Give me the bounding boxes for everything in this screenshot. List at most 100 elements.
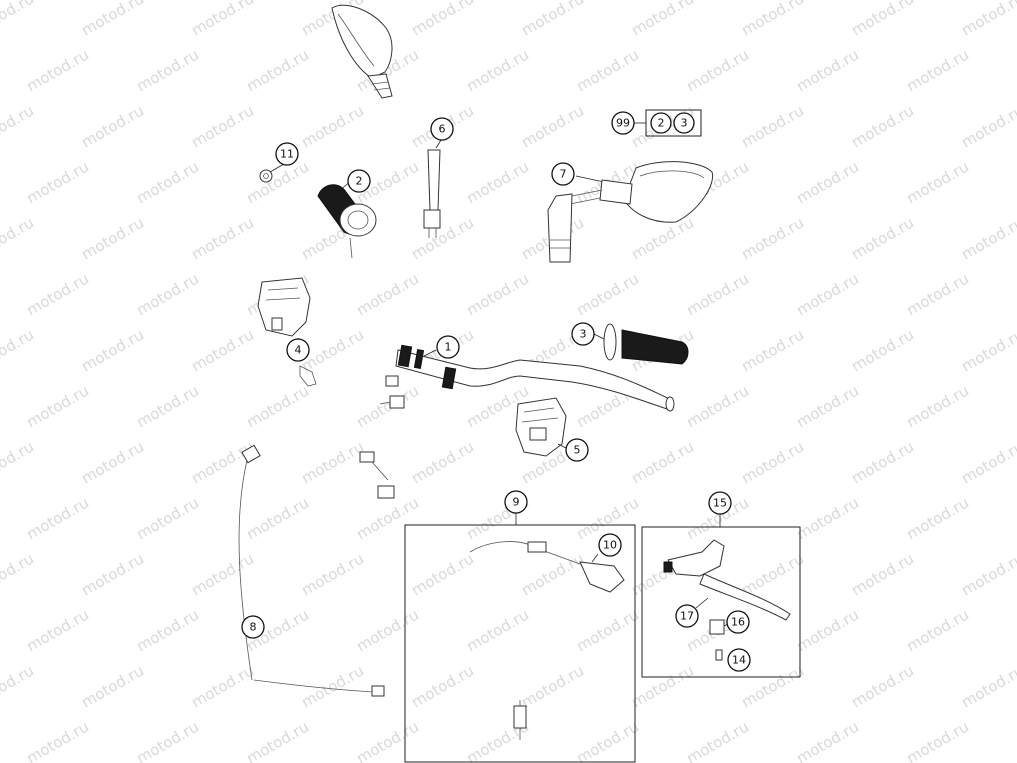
watermark-text: motod.ru xyxy=(793,605,862,655)
watermark-text: motod.ru xyxy=(1013,493,1017,543)
watermark-text: motod.ru xyxy=(298,101,367,151)
callout-2: 2 xyxy=(347,169,371,193)
watermark-text: motod.ru xyxy=(903,269,972,319)
watermark-text: motod.ru xyxy=(738,549,807,599)
box-15 xyxy=(641,514,801,678)
watermark-text: motod.ru xyxy=(243,493,312,543)
callout-9: 9 xyxy=(504,490,528,514)
watermark-text: motod.ru xyxy=(78,437,147,487)
watermark-text: motod.ru xyxy=(903,381,972,431)
watermark-text: motod.ru xyxy=(958,661,1017,711)
part-2-throttle-grip xyxy=(317,181,377,259)
watermark-text: motod.ru xyxy=(738,437,807,487)
watermark-text: motod.ru xyxy=(78,213,147,263)
watermark-text: motod.ru xyxy=(188,661,257,711)
watermark-text: motod.ru xyxy=(133,493,202,543)
callout-5-label: 5 xyxy=(574,444,581,457)
callout-99-label: 99 xyxy=(616,117,630,130)
watermark-text: motod.ru xyxy=(793,381,862,431)
watermark-text: motod.ru xyxy=(683,717,752,763)
watermark-text: motod.ru xyxy=(683,45,752,95)
watermark-text: motod.ru xyxy=(628,0,697,39)
watermark-text: motod.ru xyxy=(738,0,807,39)
watermark-text: motod.ru xyxy=(958,213,1017,263)
watermark-text: motod.ru xyxy=(23,45,92,95)
watermark-text: motod.ru xyxy=(0,101,37,151)
callout-5: 5 xyxy=(565,438,589,462)
callout-7-label: 7 xyxy=(560,168,567,181)
watermark-text: motod.ru xyxy=(408,0,477,39)
watermark-text: motod.ru xyxy=(298,437,367,487)
watermark-text: motod.ru xyxy=(353,493,422,543)
watermark-text: motod.ru xyxy=(848,325,917,375)
watermark-text: motod.ru xyxy=(463,269,532,319)
watermark-text: motod.ru xyxy=(573,605,642,655)
callout-2-label: 2 xyxy=(356,175,363,188)
watermark-text: motod.ru xyxy=(793,45,862,95)
callout-8-label: 8 xyxy=(250,621,257,634)
callout-11: 11 xyxy=(275,142,299,166)
watermark-text: motod.ru xyxy=(133,45,202,95)
part-6-sleeve xyxy=(423,139,442,238)
callout-4-label: 4 xyxy=(295,344,302,357)
watermark-text: motod.ru xyxy=(903,717,972,763)
watermark-text: motod.ru xyxy=(1013,605,1017,655)
callout-99: 99 xyxy=(611,111,635,135)
kit-callout-2-label: 2 xyxy=(658,117,665,130)
watermark-text: motod.ru xyxy=(188,549,257,599)
callout-14: 14 xyxy=(727,648,751,672)
watermark-text: motod.ru xyxy=(353,381,422,431)
callout-10: 10 xyxy=(598,533,622,557)
watermark-text: motod.ru xyxy=(0,661,37,711)
callout-10-label: 10 xyxy=(603,539,617,552)
watermark-text: motod.ru xyxy=(518,0,587,39)
mirror-left xyxy=(331,4,393,99)
watermark-text: motod.ru xyxy=(23,605,92,655)
watermark-text: motod.ru xyxy=(848,0,917,39)
callout-3-label: 3 xyxy=(580,328,587,341)
watermark-text: motod.ru xyxy=(683,381,752,431)
watermark-text: motod.ru xyxy=(848,437,917,487)
watermark-text: motod.ru xyxy=(903,605,972,655)
watermark-text: motod.ru xyxy=(0,0,37,39)
kit-callout-3-label: 3 xyxy=(681,117,688,130)
watermark-text: motod.ru xyxy=(1013,45,1017,95)
part-8-cable xyxy=(238,444,385,697)
kit-callout-3: 3 xyxy=(673,112,695,134)
watermark-text: motod.ru xyxy=(848,213,917,263)
watermark-text: motod.ru xyxy=(78,0,147,39)
watermark-text: motod.ru xyxy=(628,661,697,711)
watermark-text: motod.ru xyxy=(243,157,312,207)
watermark-text: motod.ru xyxy=(738,101,807,151)
callout-16: 16 xyxy=(726,610,750,634)
part-1-handlebar xyxy=(395,344,675,412)
watermark-text: motod.ru xyxy=(958,437,1017,487)
callout-6-label: 6 xyxy=(439,123,446,136)
callout-3: 3 xyxy=(571,322,595,346)
watermark-text: motod.ru xyxy=(958,549,1017,599)
watermark-text: motod.ru xyxy=(958,101,1017,151)
watermark-text: motod.ru xyxy=(188,101,257,151)
watermark-text: motod.ru xyxy=(463,605,532,655)
watermark-text: motod.ru xyxy=(23,157,92,207)
part-7-mirror-right xyxy=(547,161,714,263)
callout-11-label: 11 xyxy=(280,148,294,161)
part-4-switch-left xyxy=(257,277,317,387)
watermark-text: motod.ru xyxy=(793,269,862,319)
watermark-text: motod.ru xyxy=(1013,269,1017,319)
watermark-text: motod.ru xyxy=(188,325,257,375)
callout-6: 6 xyxy=(430,117,454,141)
watermark-text: motod.ru xyxy=(353,717,422,763)
watermark-text: motod.ru xyxy=(23,381,92,431)
callout-7: 7 xyxy=(551,162,575,186)
watermark-text: motod.ru xyxy=(518,661,587,711)
watermark-text: motod.ru xyxy=(958,0,1017,39)
watermark-text: motod.ru xyxy=(738,213,807,263)
watermark-text: motod.ru xyxy=(1013,717,1017,763)
watermark-text: motod.ru xyxy=(958,325,1017,375)
watermark-text: motod.ru xyxy=(133,717,202,763)
watermark-text: motod.ru xyxy=(683,269,752,319)
watermark-text: motod.ru xyxy=(573,45,642,95)
watermark-text: motod.ru xyxy=(0,437,37,487)
